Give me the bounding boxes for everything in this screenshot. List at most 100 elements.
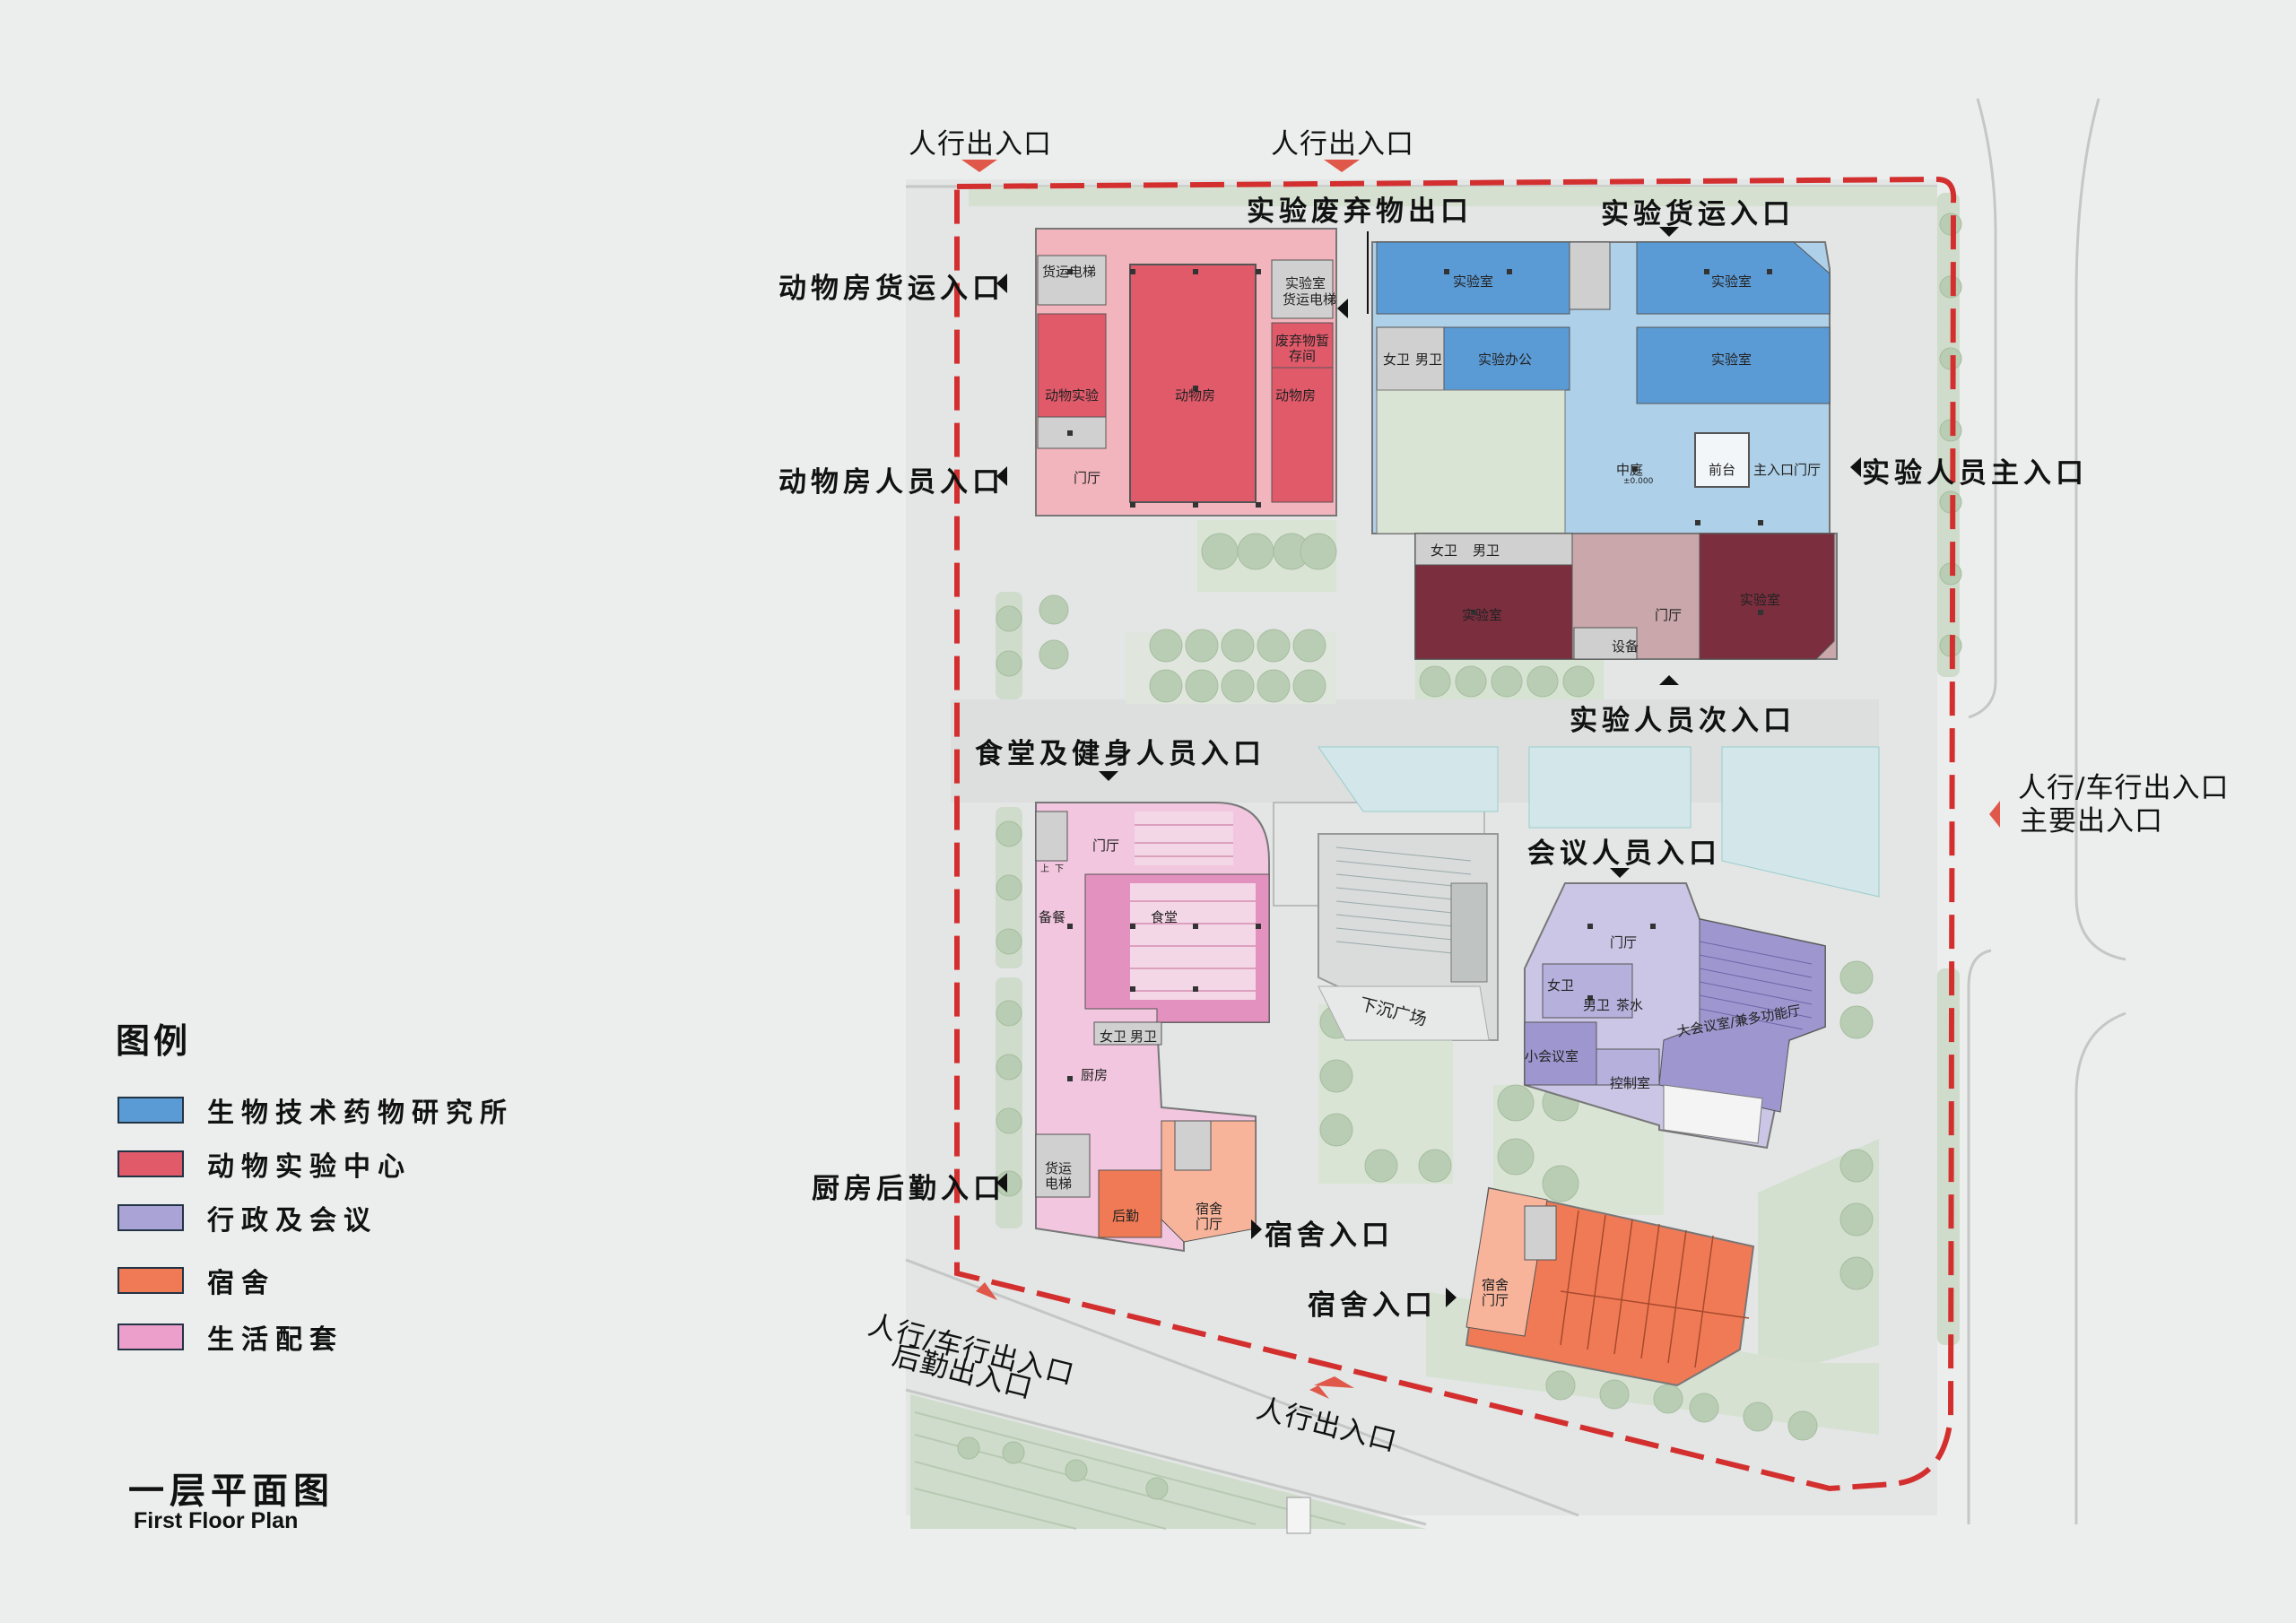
east-road-edge-3: [2074, 1011, 2126, 1524]
room-lab-3: 实验室: [1711, 352, 1752, 368]
room-lab-1: 实验室: [1453, 273, 1494, 290]
lab-south-wc: [1414, 533, 1573, 566]
room-lobby-lab: 门厅: [1655, 607, 1683, 623]
large-meeting-hall: [1658, 918, 1826, 1113]
room-animal-2: 动物房: [1275, 387, 1317, 404]
room-main-lobby: 主入口门厅: [1753, 462, 1822, 478]
conf-wc-tea: [1542, 963, 1633, 1019]
room-equipment: 设备: [1612, 638, 1639, 655]
room-lobby-canteen: 门厅: [1092, 838, 1120, 854]
dorm-entry-1-label: 宿舍入口: [1265, 1219, 1394, 1252]
legend-item-admin: 行政及会议: [117, 1198, 378, 1237]
animal-staff-entry-label: 动物房人员入口: [778, 466, 1004, 499]
dorm-room-walls: [1560, 1210, 1750, 1368]
legend-swatch-biotech: [117, 1097, 184, 1124]
legend-label-living: 生活配套: [207, 1324, 344, 1356]
main-gate-label-1: 人行/车行出入口: [2018, 772, 2230, 804]
auditorium-seats: [1699, 941, 1813, 1030]
legend-swatch-admin: [117, 1204, 184, 1231]
room-canteen: 食堂: [1151, 909, 1178, 925]
plan-subtitle: First Floor Plan: [134, 1508, 299, 1533]
south-gate-post: [1286, 1497, 1311, 1534]
dorm-stair-1: [1174, 1120, 1212, 1171]
legend-label-dorm: 宿舍: [207, 1268, 275, 1299]
lab-office-room: [1443, 326, 1570, 391]
conference-entry-label: 会议人员入口: [1527, 838, 1721, 870]
lab-staff-secondary-entry-label: 实验人员次入口: [1570, 705, 1796, 737]
east-garden: [1758, 1139, 1879, 1381]
conf-stage: [1663, 1084, 1763, 1144]
room-lab-2: 实验室: [1711, 273, 1752, 290]
main-gate-label-2: 主要出入口: [2020, 805, 2163, 838]
room-lobby-animal: 门厅: [1074, 470, 1101, 486]
control-room: [1596, 1048, 1660, 1086]
canteen-wc: [1093, 1021, 1162, 1046]
room-women-wc-2: 女卫: [1431, 542, 1458, 559]
lab-equipment-room: [1573, 627, 1638, 660]
plan-title: 一层平面图: [128, 1471, 335, 1512]
room-waste-storage: 废弃物暂存间: [1275, 333, 1330, 364]
ped-entry-markers: [961, 160, 2000, 1399]
room-men-wc-3: 男卫: [1130, 1028, 1158, 1045]
legend-swatch-dorm: [117, 1267, 184, 1294]
east-road-edge-2: [2074, 98, 2126, 961]
room-lab-office: 实验办公: [1478, 352, 1533, 368]
animal-room-2: [1271, 367, 1334, 503]
entry-arrows: [996, 227, 1861, 1307]
room-lab-4: 实验室: [1462, 607, 1503, 623]
lab-staff-main-entry-label: 实验人员主入口: [1862, 457, 2088, 490]
room-cargo-elevator-1: 货运电梯: [1042, 264, 1097, 280]
lab-waste-exit-label: 实验废弃物出口: [1247, 195, 1473, 228]
dorm-entry-2-label: 宿舍入口: [1308, 1289, 1437, 1322]
canopy-3: [1721, 746, 1880, 898]
lab-wc: [1376, 326, 1445, 391]
room-men-wc-4: 男卫: [1583, 997, 1611, 1013]
room-kitchen: 厨房: [1081, 1067, 1109, 1083]
room-dorm-lobby-1: 宿舍门厅: [1196, 1201, 1223, 1232]
room-dorm-lobby-2: 宿舍门厅: [1482, 1277, 1509, 1308]
room-cargo-elevator-2: 货运电梯: [1283, 291, 1337, 308]
logistics-room: [1098, 1169, 1162, 1238]
legend-swatch-animal: [117, 1150, 184, 1177]
lab-cargo-entry-label: 实验货运入口: [1601, 198, 1795, 230]
east-road-edge-4: [1967, 949, 1992, 1524]
room-prep: 备餐: [1039, 909, 1066, 925]
green-strip-n: [969, 187, 1937, 206]
legend-item-dorm: 宿舍: [117, 1261, 275, 1300]
legend-swatch-living: [117, 1324, 184, 1350]
south-field-lines: [914, 1411, 1346, 1530]
canopy-2: [1528, 746, 1692, 829]
stair-down-mark: 下: [1055, 864, 1064, 874]
ped-entry-top-mid-label: 人行出入口: [1271, 128, 1414, 161]
animal-cargo-entry-label: 动物房货运入口: [778, 273, 1004, 305]
stair-up-mark: 上: [1040, 864, 1049, 874]
canteen-table-grid: [1130, 824, 1256, 992]
room-animal-lab: 动物实验: [1045, 387, 1100, 404]
room-women-wc-3: 女卫: [1100, 1028, 1127, 1045]
legend-item-living: 生活配套: [117, 1317, 344, 1357]
green-strip-w3: [996, 977, 1022, 1228]
legend-item-animal: 动物实验中心: [117, 1144, 412, 1184]
canteen-stair: [1035, 811, 1068, 862]
animal-lab-room: [1037, 313, 1107, 418]
legend-label-admin: 行政及会议: [207, 1205, 378, 1237]
room-courtyard: 中庭: [1616, 462, 1644, 478]
cargo-elevator-1-room: [1037, 255, 1107, 306]
plaza-lower: [1318, 985, 1490, 1041]
canteen-gym-entry-label: 食堂及健身人员入口: [975, 738, 1265, 770]
room-cargo-elevator-3: 货运电梯: [1045, 1160, 1073, 1192]
legend-item-biotech: 生物技术药物研究所: [117, 1090, 514, 1130]
room-control: 控制室: [1610, 1075, 1651, 1091]
lab-room-3: [1636, 326, 1831, 404]
dorm-stair-2: [1524, 1205, 1557, 1261]
room-women-wc-4: 女卫: [1547, 977, 1575, 994]
room-lab-5: 实验室: [1740, 592, 1781, 608]
ped-entry-top-left-label: 人行出入口: [909, 128, 1052, 161]
lab-room-5: [1699, 533, 1835, 660]
lab-garden-court: [1376, 389, 1566, 534]
east-road-edge: [1968, 98, 1997, 719]
plaza-steps: [1335, 846, 1472, 956]
room-logistics: 后勤: [1112, 1208, 1140, 1224]
